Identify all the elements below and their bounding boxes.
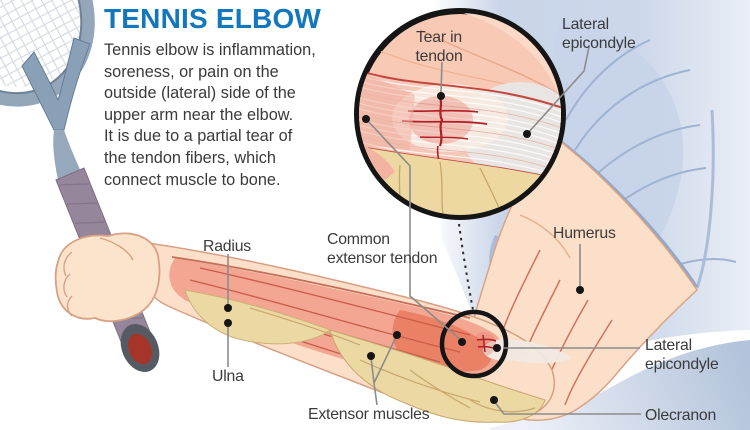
intro-line: Tennis elbow is inflammation, xyxy=(104,41,316,59)
leader-lines xyxy=(227,46,641,415)
intro-line: upper arm near the elbow. xyxy=(104,105,294,124)
intro-line: the tendon fibers, which xyxy=(104,148,276,167)
page-title: TENNIS ELBOW xyxy=(104,3,322,34)
leader-olecranon xyxy=(493,400,641,415)
intro-text: Tennis elbow is inflammation, soreness, … xyxy=(104,40,316,191)
butt-cap-red-center xyxy=(128,333,152,365)
leader-common-extensor-tendon xyxy=(365,118,463,342)
intro-line: soreness, or pain on the xyxy=(104,62,279,81)
racket-throat xyxy=(21,37,91,131)
leader-extensor-muscles xyxy=(370,336,397,406)
label-lateral-epicondyle-top: Lateral epicondyle xyxy=(562,16,636,52)
label-common-extensor-tendon: Common extensor tendon xyxy=(327,231,438,267)
finger-lines xyxy=(63,237,134,317)
magnifier-circle xyxy=(439,309,509,379)
leader-dots xyxy=(224,92,584,404)
forearm xyxy=(138,242,572,423)
intro-line: outside (lateral) side of the xyxy=(104,84,296,103)
racket-shaft xyxy=(53,130,81,180)
label-tear-in-tendon: Tear in tendon xyxy=(415,29,463,65)
intro-line: connect muscle to bone. xyxy=(104,170,281,189)
hand xyxy=(54,232,161,322)
arm-shadow xyxy=(490,340,750,430)
dotted-connector xyxy=(458,223,474,311)
leader-lateral-epicondyle-top xyxy=(527,46,590,134)
leader-tear xyxy=(440,61,443,94)
label-olecranon: Olecranon xyxy=(645,407,717,424)
extensor-muscles-art xyxy=(169,256,504,379)
elbow-tear-marks xyxy=(472,332,498,356)
label-radius: Radius xyxy=(203,238,251,255)
label-ulna: Ulna xyxy=(212,368,244,385)
label-extensor-muscles: Extensor muscles xyxy=(308,406,430,423)
label-lateral-epicondyle-right: Lateral epicondyle xyxy=(645,337,719,373)
label-humerus: Humerus xyxy=(553,225,616,242)
inset-circle xyxy=(354,8,566,220)
intro-line: It is due to a partial tear of xyxy=(104,127,293,146)
